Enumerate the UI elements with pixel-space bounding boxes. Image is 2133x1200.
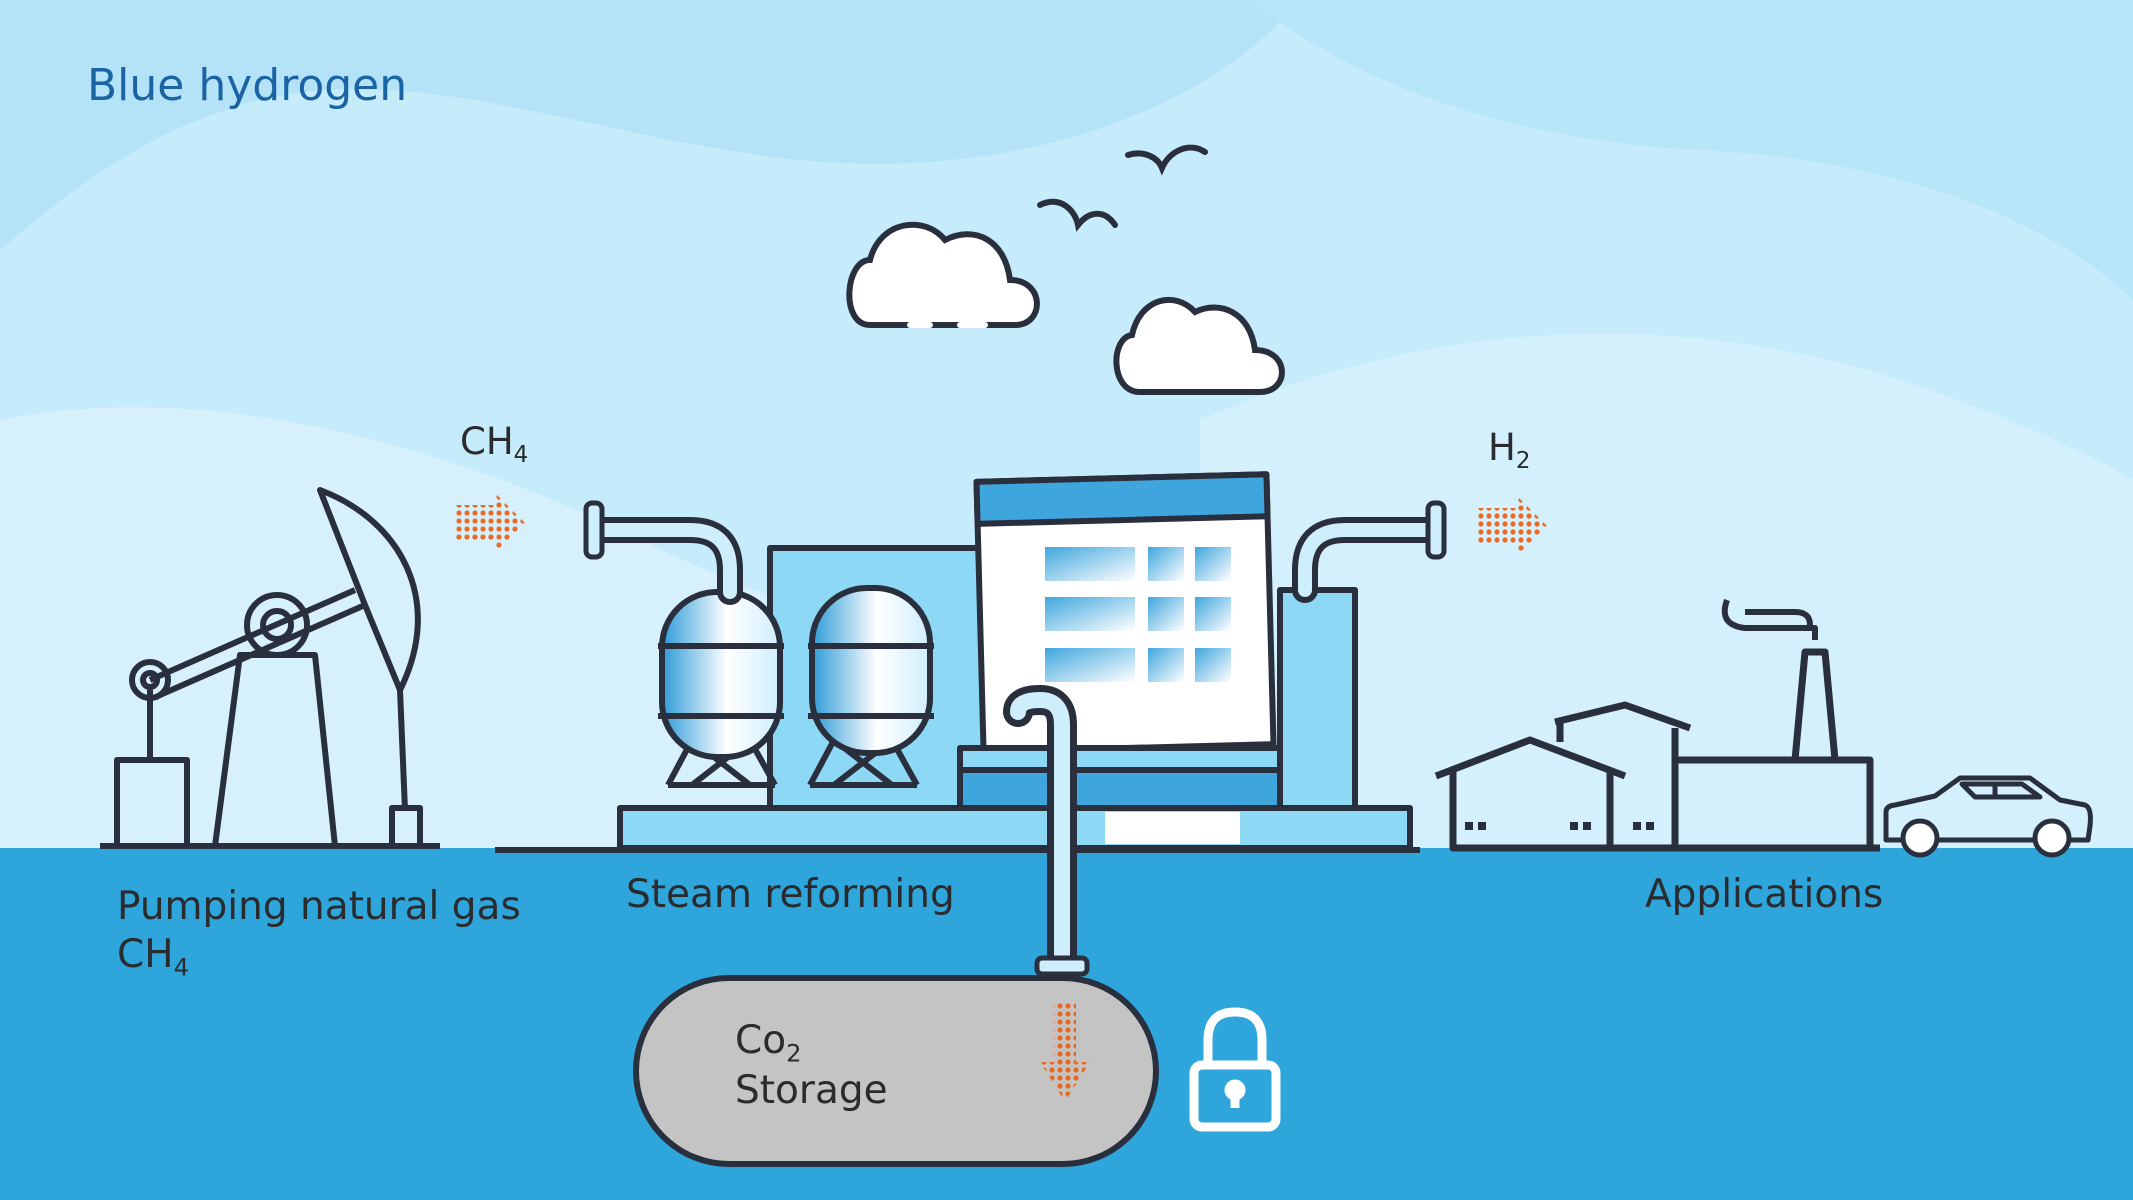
cloud-icon	[846, 221, 1040, 328]
diagram-title: Blue hydrogen	[87, 60, 408, 111]
pipe-icon	[1003, 684, 1090, 980]
applications-label: Applications	[1645, 872, 1884, 917]
lock-icon	[1189, 1007, 1281, 1132]
bird-icon	[1037, 144, 1208, 232]
steam-reforming-label: Steam reforming	[626, 872, 955, 917]
input-flow-label: CH4	[460, 420, 529, 469]
steam-reformer-plant-icon	[495, 471, 1420, 853]
gas-tank-icon	[658, 589, 784, 788]
pipe-icon	[583, 500, 743, 605]
pumping-formula-label: CH4	[117, 932, 189, 982]
factory-icon	[1660, 598, 1880, 852]
house-icon	[1434, 701, 1692, 852]
storage-tank-icon	[633, 975, 1159, 1167]
gas-tank-icon	[807, 585, 934, 788]
car-icon	[1883, 775, 2093, 858]
pipe-icon	[1292, 500, 1447, 603]
storage-label-line2: Storage	[735, 1068, 888, 1113]
pumpjack-icon	[100, 487, 440, 849]
output-flow-label: H2	[1488, 426, 1531, 475]
storage-label-line1: Co2	[735, 1018, 802, 1068]
pumping-label: Pumping natural gas	[117, 884, 521, 929]
cloud-icon	[1113, 296, 1285, 395]
